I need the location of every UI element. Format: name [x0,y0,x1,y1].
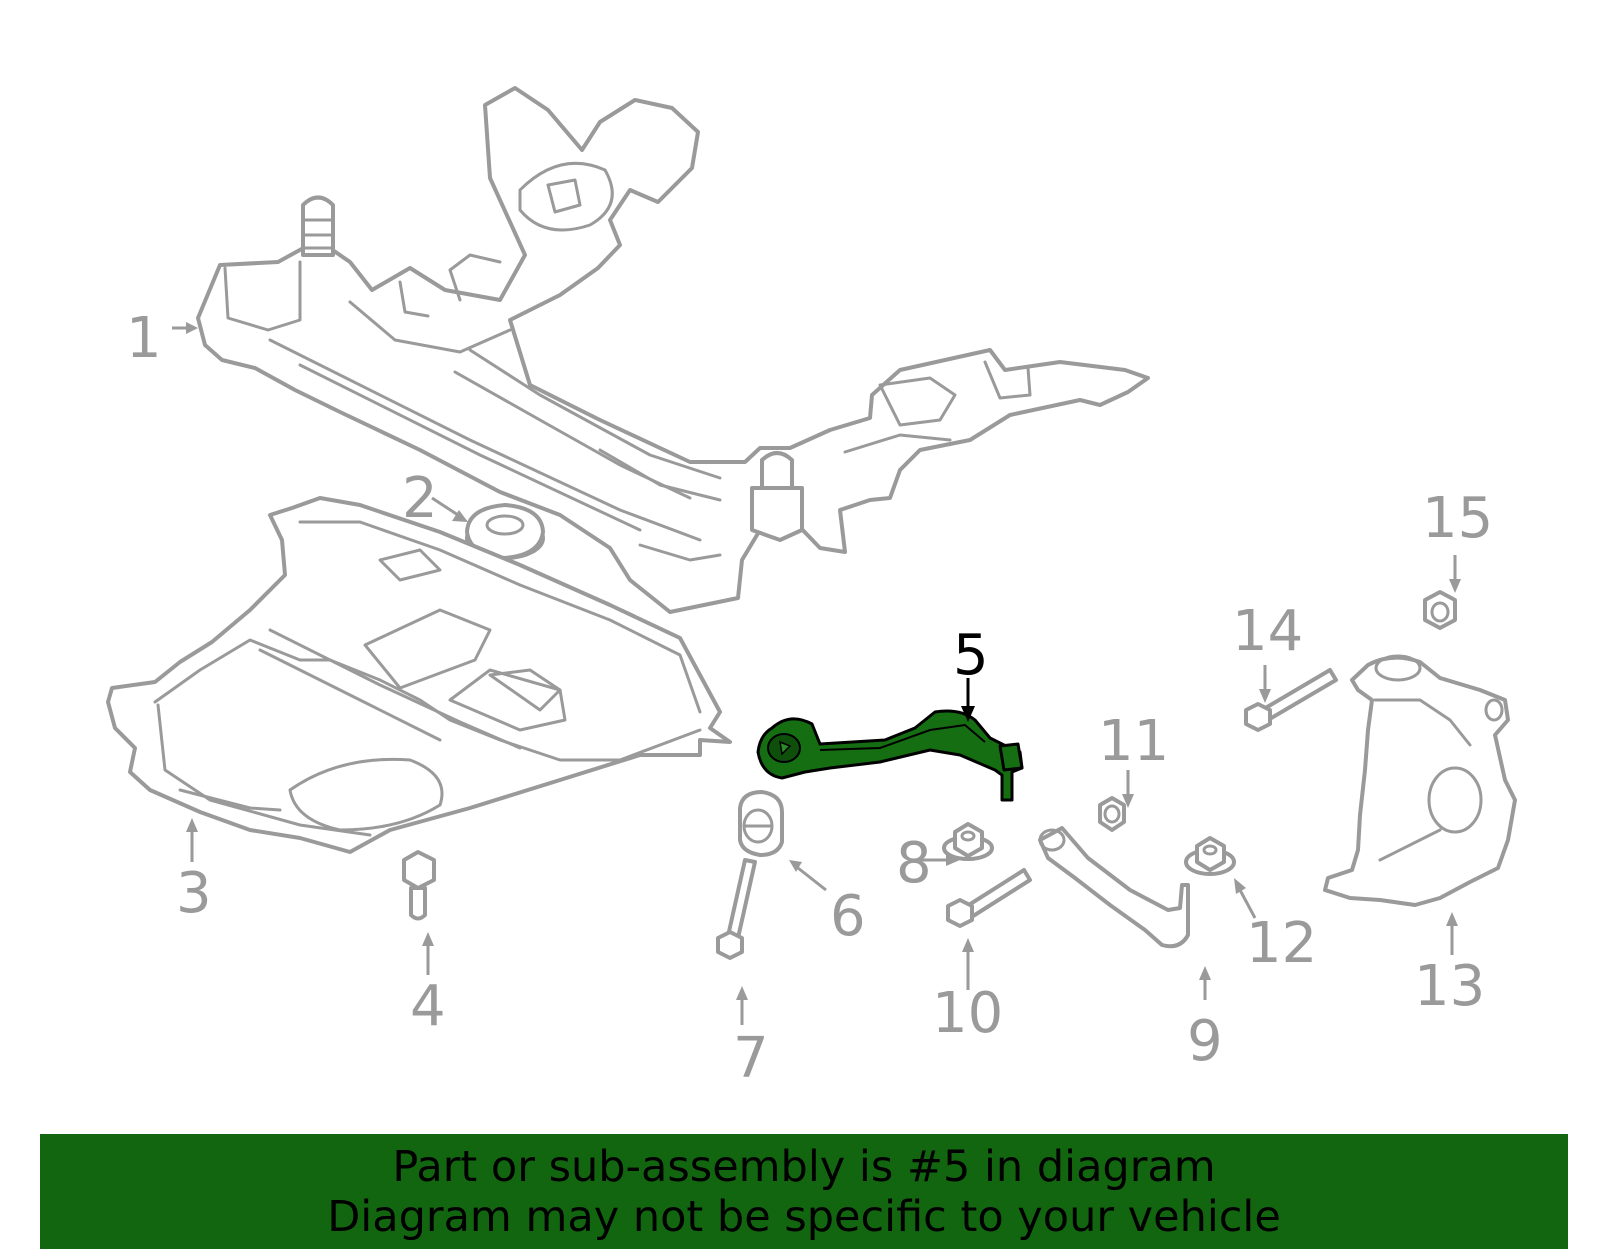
callout-4: 4 [410,974,446,1039]
knuckle-nut-part [1423,590,1457,630]
callout-15: 15 [1422,486,1493,551]
callout-14: 14 [1232,599,1303,664]
tension-strut-part [1038,826,1190,949]
control-arm-part [756,709,1024,802]
hex-nut-part [1098,796,1126,832]
callout-numbers: 1 2 3 4 5 6 7 8 9 10 11 12 13 14 15 [126,306,1493,1091]
banner-line-disclaimer: Diagram may not be specific to your vehi… [327,1191,1281,1242]
info-banner: Part or sub-assembly is #5 in diagram Di… [40,1134,1568,1249]
flange-nut-left-part [942,822,994,861]
knuckle-bolt-part [1244,668,1338,732]
bushing-part [738,790,784,857]
underbody-shield-part [106,496,732,854]
leader-lines [172,322,1461,1025]
callout-13: 13 [1414,954,1485,1019]
subframe-part [196,86,1150,614]
callout-8: 8 [896,831,932,896]
callout-9: 9 [1187,1009,1223,1074]
callout-11: 11 [1098,709,1169,774]
shield-bolt-part [402,850,436,921]
callout-3: 3 [176,861,212,926]
banner-line-part-number: Part or sub-assembly is #5 in diagram [392,1141,1216,1192]
callout-2: 2 [402,466,438,531]
callout-12: 12 [1246,911,1317,976]
long-bolt-part [716,858,757,960]
callout-1: 1 [126,306,162,371]
callout-7: 7 [733,1026,769,1091]
callout-10: 10 [932,981,1003,1046]
callout-5: 5 [953,623,989,688]
steering-knuckle-part [1323,654,1517,907]
flange-nut-right-part [1184,836,1236,876]
callout-6: 6 [830,884,866,949]
strut-bolt-part [946,868,1032,928]
